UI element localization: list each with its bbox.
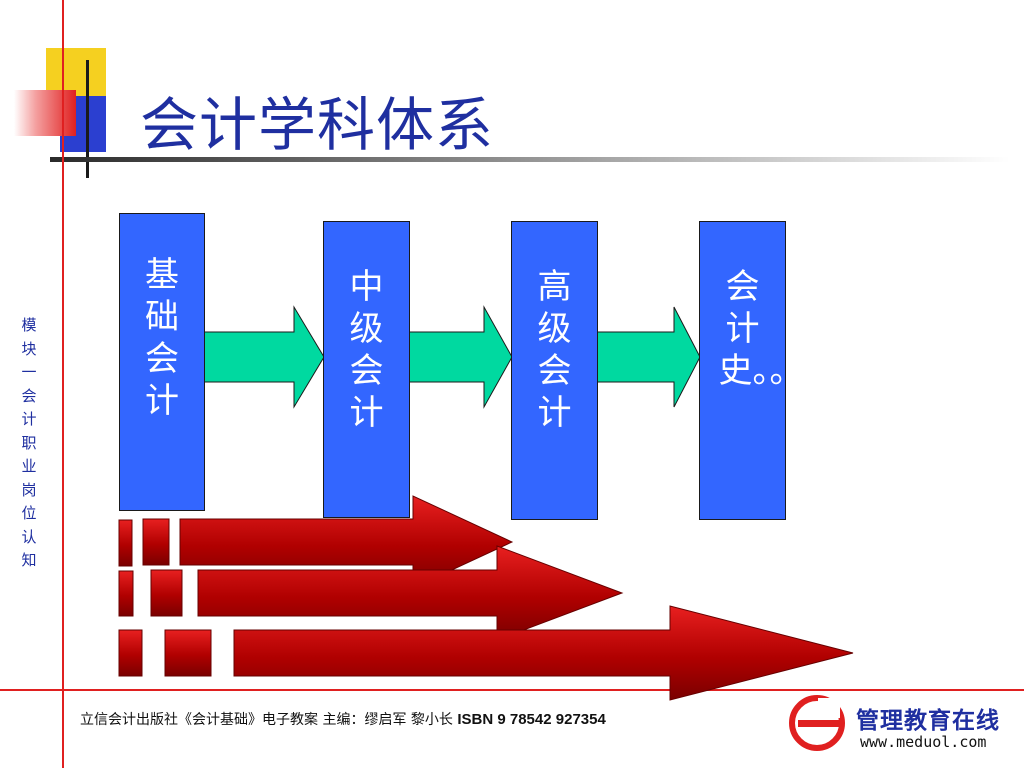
- logo-g-icon: [789, 695, 845, 751]
- green-arrow-3: [596, 306, 701, 408]
- box-basic-accounting: 基础会计: [119, 213, 205, 511]
- green-arrow-1: [203, 305, 325, 409]
- bottom-red-rule: [0, 689, 1024, 691]
- side-module-label: 模块一会计职业岗位认知: [21, 316, 37, 569]
- red-arrow-1-block-a: [118, 519, 133, 567]
- green-arrow-2: [400, 305, 513, 409]
- box-intermediate-accounting: 中级会计: [323, 221, 410, 518]
- left-red-rule: [62, 0, 64, 768]
- red-arrow-2-shaft: [197, 545, 624, 641]
- red-arrow-3-block-a: [118, 629, 143, 677]
- red-arrow-3-shaft: [233, 605, 854, 701]
- box-accounting-history: 会计史。。。: [699, 221, 821, 520]
- decor-red-gradient-bar: [14, 90, 76, 136]
- red-arrows: [118, 495, 854, 701]
- box-basic-accounting-label: 基础会计: [145, 255, 179, 421]
- footer-publication: 立信会计出版社《会计基础》电子教案 主编：缪启军 黎小长: [80, 712, 453, 728]
- red-arrow-3-block-b: [164, 629, 212, 677]
- box-advanced-accounting: 高级会计: [511, 221, 598, 520]
- footer-isbn: ISBN 9 78542 927354: [457, 711, 606, 728]
- red-arrow-1-block-b: [142, 518, 170, 566]
- box-advanced-accounting-label: 高级会计: [537, 267, 572, 433]
- decor-vertical-line: [86, 60, 89, 178]
- red-arrow-2-block-b: [150, 569, 183, 617]
- box-intermediate-accounting-label: 中级会计: [349, 267, 384, 433]
- title-underline: [50, 157, 1010, 162]
- green-arrows: [203, 305, 701, 409]
- red-arrow-1-shaft: [179, 495, 514, 589]
- box-accounting-history-label: 会计史。。。: [718, 267, 821, 391]
- page-title: 会计学科体系: [140, 91, 495, 159]
- footer-publication-line: 立信会计出版社《会计基础》电子教案 主编：缪启军 黎小长 ISBN 9 7854…: [80, 709, 606, 729]
- logo-url: www.meduol.com: [860, 733, 987, 751]
- logo-name: 管理教育在线: [856, 708, 1000, 734]
- red-arrow-2-block-a: [118, 570, 134, 617]
